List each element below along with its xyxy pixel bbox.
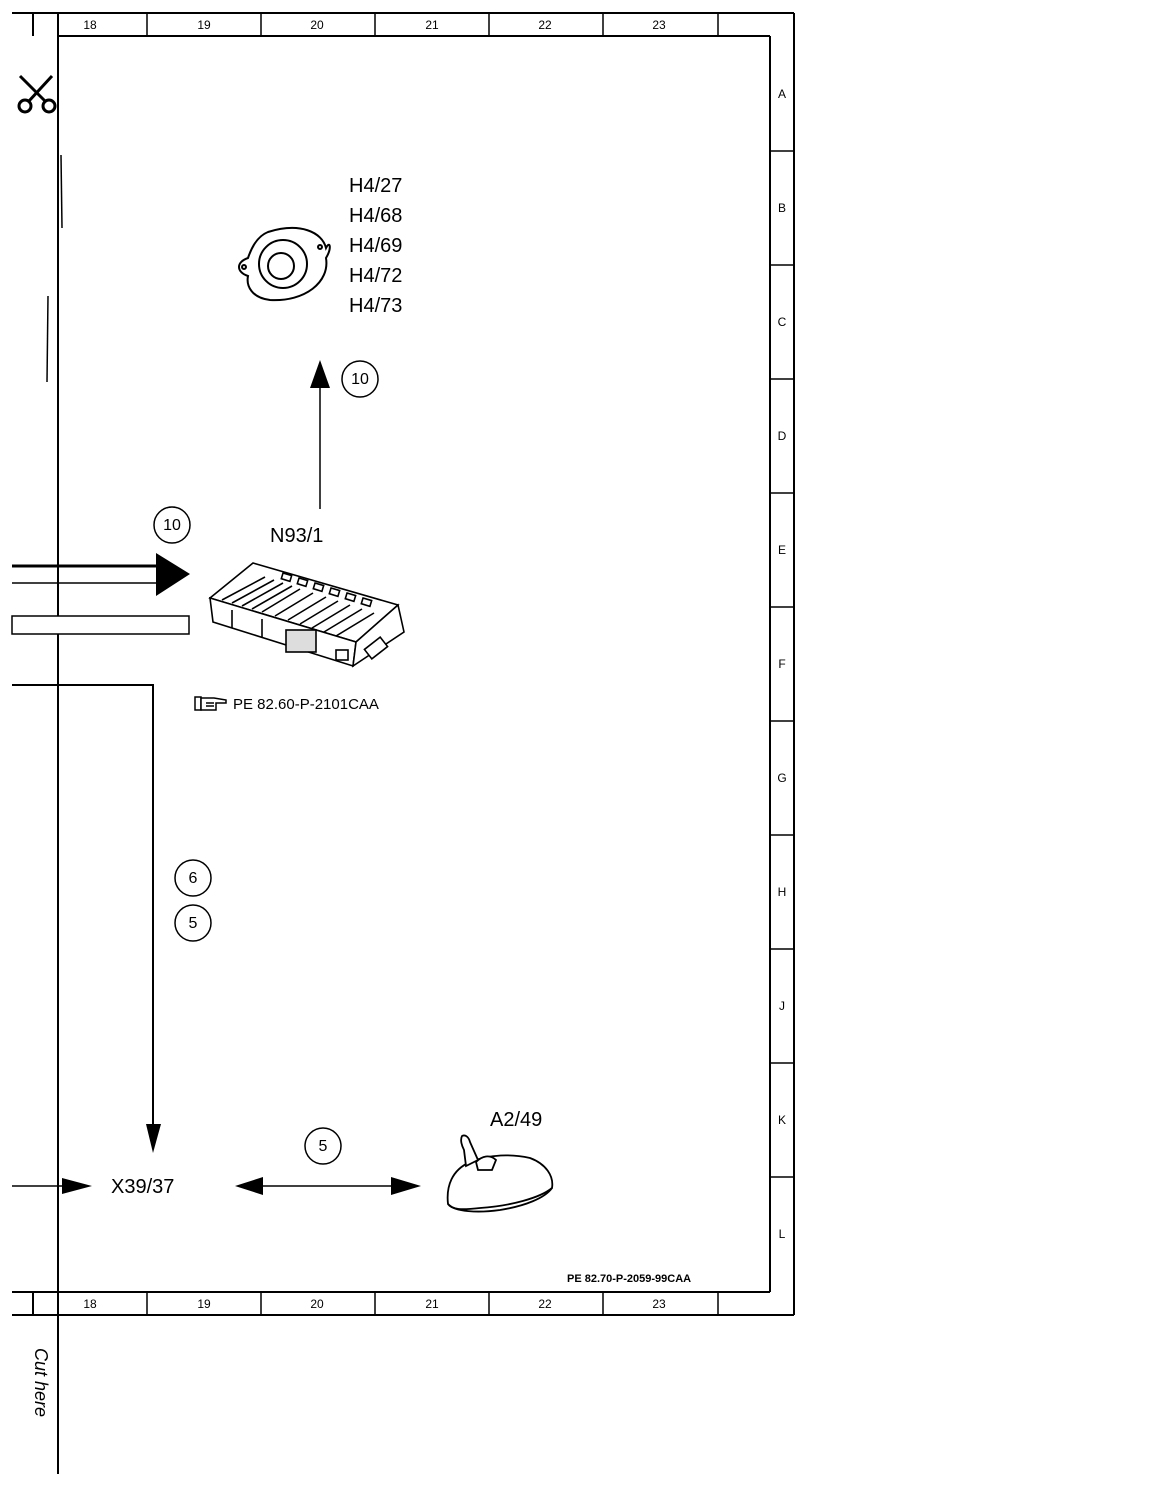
col-label-top: 21 <box>425 18 439 32</box>
circled-number: 10 <box>341 360 379 398</box>
wire-to-connector <box>12 684 161 1153</box>
pointing-hand-icon <box>194 696 227 711</box>
col-label-bottom: 23 <box>652 1297 666 1311</box>
circled-number: 5 <box>304 1127 342 1165</box>
row-label: B <box>778 201 786 215</box>
circled-number: 6 <box>174 859 212 897</box>
speaker-label: H4/27 <box>349 175 402 197</box>
row-label: G <box>777 771 786 785</box>
row-label: F <box>778 657 785 671</box>
col-label-top: 18 <box>83 18 97 32</box>
control-module-icon <box>208 562 405 668</box>
connector-label: X39/37 <box>111 1176 174 1198</box>
scissors-icon <box>17 74 57 114</box>
circled-number-text: 10 <box>351 371 369 388</box>
speaker-label: H4/73 <box>349 295 402 317</box>
col-label-bottom: 19 <box>197 1297 211 1311</box>
arrow-into-connector <box>12 1178 92 1194</box>
circled-number: 5 <box>174 904 212 942</box>
cut-here-label: Cut here <box>31 1348 51 1417</box>
circled-number-text: 10 <box>163 517 181 534</box>
col-label-bottom: 20 <box>310 1297 324 1311</box>
module-label: N93/1 <box>270 525 323 547</box>
row-label: D <box>778 429 787 443</box>
row-label: C <box>778 315 787 329</box>
row-label: L <box>779 1227 786 1241</box>
footer-reference: PE 82.70-P-2059-99CAA <box>567 1273 691 1285</box>
col-label-top: 22 <box>538 18 552 32</box>
circled-number-text: 5 <box>319 1138 328 1155</box>
col-label-top: 20 <box>310 18 324 32</box>
row-label: H <box>778 885 787 899</box>
antenna-icon <box>446 1134 554 1213</box>
col-label-top: 19 <box>197 18 211 32</box>
col-label-bottom: 22 <box>538 1297 552 1311</box>
module-reference: PE 82.60-P-2101CAA <box>233 696 379 713</box>
circled-number-text: 5 <box>189 915 198 932</box>
row-label: A <box>778 87 786 101</box>
speaker-label: H4/69 <box>349 235 402 257</box>
incoming-bus <box>11 553 190 635</box>
arrow-to-speaker <box>310 360 330 509</box>
speaker-label: H4/68 <box>349 205 402 227</box>
col-label-bottom: 21 <box>425 1297 439 1311</box>
speaker-label: H4/72 <box>349 265 402 287</box>
circled-number-text: 6 <box>189 870 198 887</box>
col-label-top: 23 <box>652 18 666 32</box>
double-arrow <box>235 1177 421 1195</box>
circled-number: 10 <box>153 506 191 544</box>
row-label: E <box>778 543 786 557</box>
antenna-label: A2/49 <box>490 1109 542 1131</box>
col-label-bottom: 18 <box>83 1297 97 1311</box>
row-label: K <box>778 1113 786 1127</box>
frame <box>12 12 795 1474</box>
speaker-icon <box>238 227 331 302</box>
row-label: J <box>779 999 785 1013</box>
